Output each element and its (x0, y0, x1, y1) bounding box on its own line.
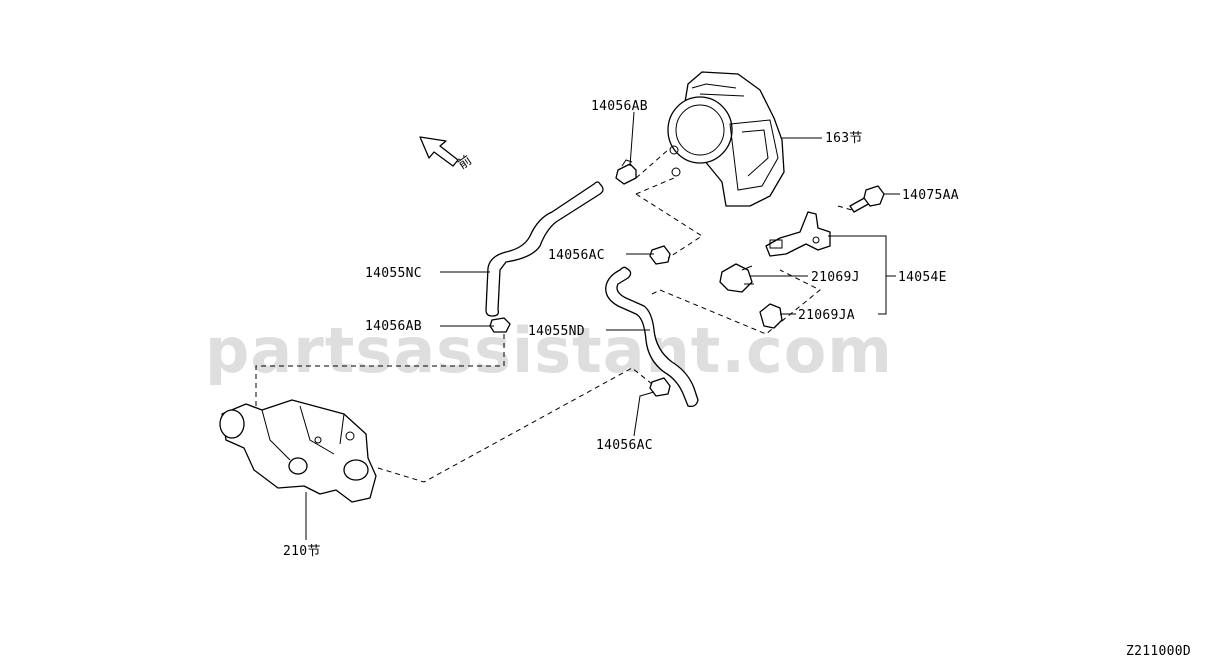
connector-21069ja[interactable] (759, 303, 783, 329)
callout-210: 210节 (283, 544, 321, 559)
clamp-14056ac-low[interactable] (649, 377, 671, 397)
throttle-body-part[interactable] (667, 71, 785, 207)
callout-14055nc: 14055NC (365, 266, 422, 281)
watermark-text: partsassistant.com (205, 314, 893, 387)
callout-163: 163节 (825, 131, 863, 146)
front-direction-label: 前 (455, 152, 475, 173)
callout-14056ac-mid: 14056AC (548, 248, 605, 263)
leader-lines (305, 111, 900, 540)
callout-21069j: 21069J (811, 270, 860, 285)
callout-14055nd: 14055ND (528, 324, 585, 339)
dashed-routing (255, 149, 853, 483)
water-outlet-part[interactable] (219, 399, 377, 503)
callout-14056ac-low: 14056AC (596, 438, 653, 453)
callout-21069ja: 21069JA (798, 308, 855, 323)
bracket-14054e[interactable] (765, 211, 831, 257)
front-arrow-icon (419, 136, 459, 167)
connector-21069j[interactable] (719, 263, 754, 293)
clamp-14056ac-mid[interactable] (649, 245, 671, 265)
hose-14055nc[interactable] (485, 181, 604, 317)
diagram-code: Z211000D (1126, 644, 1191, 659)
bolt-14075aa[interactable] (849, 185, 885, 213)
callout-14056ab-low: 14056AB (365, 319, 422, 334)
callout-14075aa: 14075AA (902, 188, 959, 203)
clamp-14056ab-low[interactable] (489, 317, 511, 333)
clamp-14056ab-top[interactable] (615, 159, 637, 185)
hose-14055nd[interactable] (605, 266, 699, 408)
callout-14056ab-top: 14056AB (591, 99, 648, 114)
callout-14054e: 14054E (898, 270, 947, 285)
